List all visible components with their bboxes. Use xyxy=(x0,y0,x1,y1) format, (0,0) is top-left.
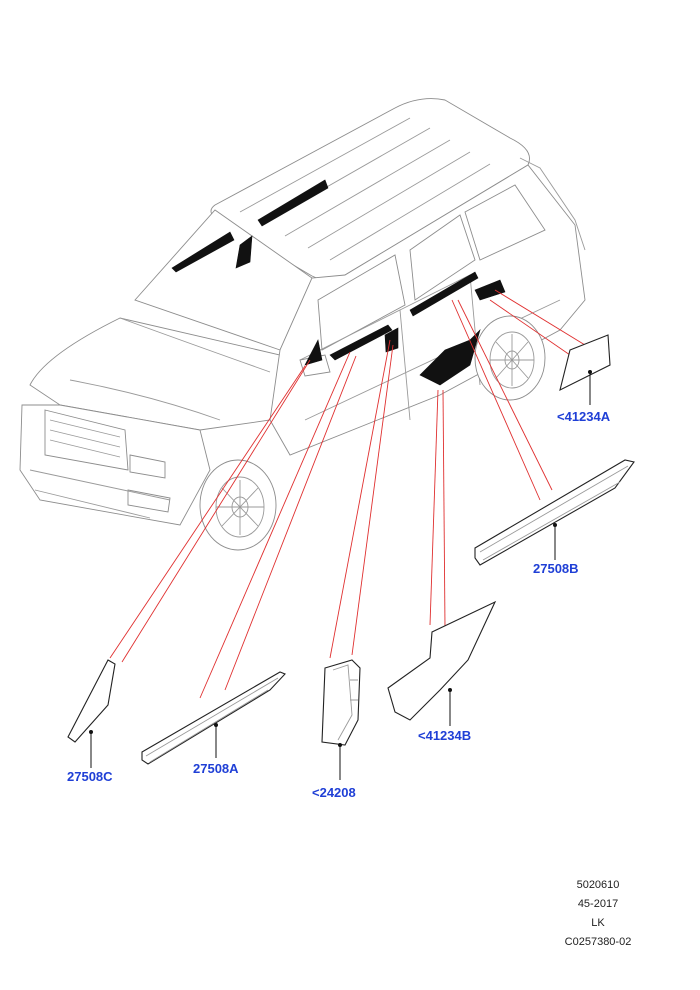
ref-code-2: 45-2017 xyxy=(577,898,619,910)
part-27508C[interactable]: 27508C xyxy=(67,659,116,784)
callout-27508B[interactable]: 27508B xyxy=(533,561,579,576)
part-41234A[interactable]: <41234A xyxy=(557,334,611,424)
reference-block: 5020610 45-2017 LK C0257380-02 xyxy=(558,876,638,952)
ref-code-3: LK xyxy=(591,917,605,929)
part-24208[interactable]: <24208 xyxy=(312,659,361,800)
callout-27508C[interactable]: 27508C xyxy=(67,769,113,784)
part-27508B[interactable]: 27508B xyxy=(474,459,635,576)
ref-code-4: C0257380-02 xyxy=(564,936,632,948)
ref-code-1: 5020610 xyxy=(576,879,620,891)
callout-27508A[interactable]: 27508A xyxy=(193,761,239,776)
part-27508A[interactable]: 27508A xyxy=(141,671,286,776)
callout-41234A[interactable]: <41234A xyxy=(557,409,611,424)
leader-lines xyxy=(109,289,586,699)
part-41234B[interactable]: <41234B xyxy=(387,600,497,743)
callout-41234B[interactable]: <41234B xyxy=(418,728,471,743)
vehicle-illustration xyxy=(19,98,586,551)
callout-24208[interactable]: <24208 xyxy=(312,785,356,800)
